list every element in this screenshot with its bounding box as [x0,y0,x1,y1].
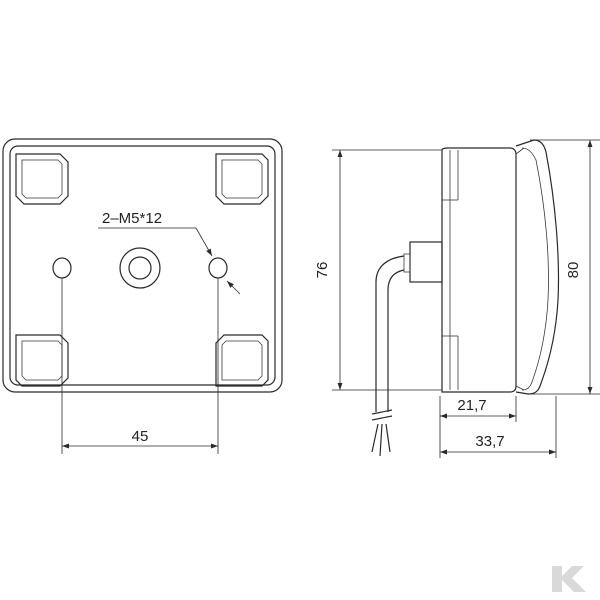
corner-pad-top-left-inner [21,159,63,199]
thread-leader-diagonal [195,227,213,257]
dimension-label-21-7: 21,7 [457,397,486,414]
dimension-hole-spacing: 45 [61,278,219,454]
housing-side-profile [441,147,517,393]
front-view: 2–M5*12 45 [2,138,283,454]
cable-wire-ends [371,423,391,457]
corner-pad-top-right [215,153,269,205]
cable-boss-collar [403,253,411,273]
lens-inner-profile [521,147,549,391]
cable-grommet-outer [119,247,161,289]
mounting-hole-left [52,257,72,279]
cable-upper [375,255,405,412]
housing-outer-outline [2,138,283,393]
dimension-overall-height: 80 [530,139,600,395]
dimension-body-depth: 21,7 [439,396,517,458]
corner-pad-bottom-left [15,334,69,387]
dimension-overall-depth: 33,7 [440,396,557,458]
corner-pad-bottom-left-inner [21,340,63,381]
corner-pad-bottom-right [215,334,269,387]
dimension-label-45: 45 [132,428,149,445]
housing-inner-outline [9,145,276,386]
lens-seam-top [515,147,525,155]
corner-pad-top-left [15,153,69,205]
dimension-mounting-height: 76 [314,149,442,391]
corner-pad-top-right-inner [221,159,263,199]
cable-boss [409,241,443,283]
lens-seam-bottom [515,385,525,391]
cable-break-mark [371,409,393,421]
corner-pad-bottom-right-inner [221,340,263,381]
thread-callout: 2–M5*12 [98,210,241,295]
mounting-hole-right [208,257,228,279]
thread-leader-lower [226,280,241,295]
dimension-label-80: 80 [565,262,582,279]
thread-callout-label: 2–M5*12 [102,210,162,227]
brand-logo [552,566,586,592]
cable-lower [387,269,405,412]
lens-outer-profile [515,139,560,395]
dimension-label-33-7: 33,7 [475,433,504,450]
dimension-label-76: 76 [314,262,331,279]
cable-grommet-inner [128,256,152,280]
side-view: 76 80 21,7 33,7 [314,139,600,458]
